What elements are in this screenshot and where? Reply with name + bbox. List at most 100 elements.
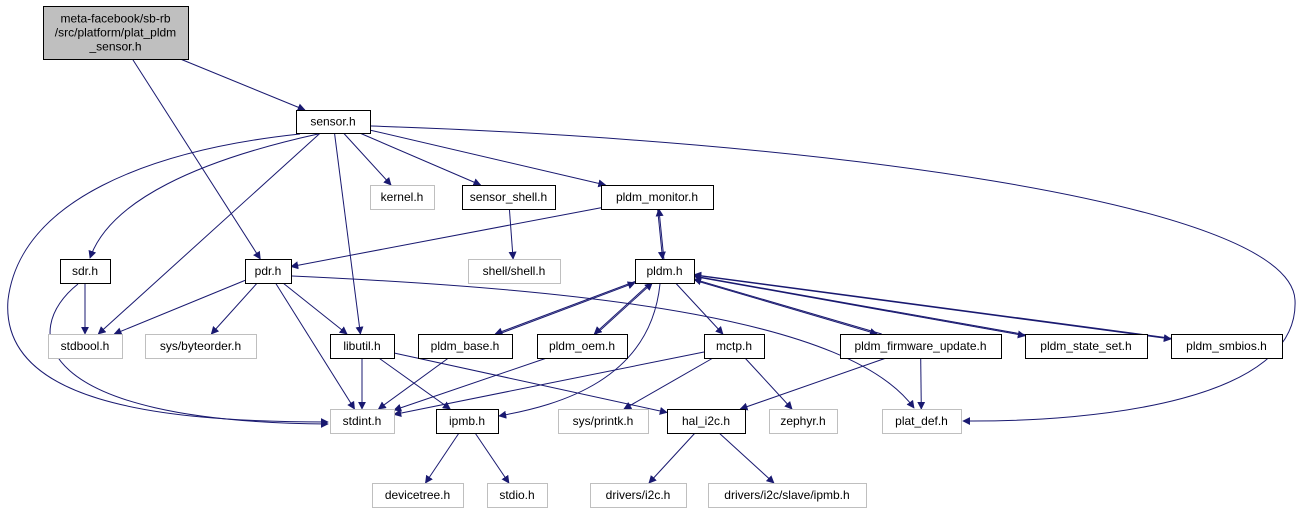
- node-label: /src/platform/plat_pldm: [55, 26, 176, 40]
- edge-pldm-base-to-pldm: [498, 281, 636, 335]
- edge-pldm-monitor-to-pldm: [657, 208, 666, 260]
- edge-pldm-to-ipmb: [498, 283, 661, 419]
- edge-hal-i2c-to-drivers-i2c-slave-ipmb: [718, 432, 775, 484]
- node-sensor-shell[interactable]: sensor_shell.h: [462, 185, 556, 210]
- node-zephyr: zephyr.h: [769, 409, 838, 434]
- edge-pldm-to-mctp: [675, 282, 724, 335]
- node-stdbool: stdbool.h: [48, 334, 123, 359]
- node-label: plat_def.h: [895, 414, 948, 428]
- node-box: [840, 334, 1002, 359]
- edge-mctp-to-stdint: [393, 351, 705, 417]
- edge-sensor-shell-to-shell-shell: [508, 208, 517, 260]
- node-pldm-oem[interactable]: pldm_oem.h: [537, 334, 628, 359]
- node-box: [704, 334, 765, 359]
- edge-ipmb-to-devicetree: [425, 432, 460, 484]
- node-label: sensor_shell.h: [470, 190, 547, 204]
- edge-ipmb-to-stdio: [474, 432, 510, 484]
- node-box: [372, 483, 464, 508]
- node-hal-i2c[interactable]: hal_i2c.h: [667, 409, 746, 434]
- node-pldm-base[interactable]: pldm_base.h: [418, 334, 513, 359]
- node-pldm-state-set[interactable]: pldm_state_set.h: [1025, 334, 1148, 359]
- node-label: mctp.h: [716, 339, 752, 353]
- node-ipmb[interactable]: ipmb.h: [436, 409, 499, 434]
- node-box: [590, 483, 687, 508]
- node-label: pldm_smbios.h: [1186, 339, 1267, 353]
- node-sys-printk: sys/printk.h: [558, 409, 649, 434]
- node-shell-shell: shell/shell.h: [468, 259, 561, 284]
- node-box: [60, 259, 111, 284]
- edge-pdr-to-libutil: [282, 282, 348, 335]
- node-pdr[interactable]: pdr.h: [245, 259, 292, 284]
- edge-sensor-to-kernel: [343, 132, 392, 186]
- node-box: [769, 409, 838, 434]
- edges-layer: [7, 58, 1296, 484]
- node-label: ipmb.h: [449, 414, 485, 428]
- node-box: [1025, 334, 1148, 359]
- edge-pldm-state-set-to-pldm: [693, 273, 1026, 336]
- edge-sensor-to-stdint: [7, 133, 329, 426]
- node-label: pdr.h: [255, 264, 282, 278]
- edge-pldm-to-pldm-state-set: [693, 276, 1026, 339]
- node-label: shell/shell.h: [483, 264, 546, 278]
- node-label: sensor.h: [310, 115, 355, 129]
- node-box: [635, 259, 695, 284]
- node-box: [882, 409, 962, 434]
- node-label: zephyr.h: [780, 414, 825, 428]
- node-box: [145, 334, 257, 359]
- node-box: [708, 483, 867, 508]
- node-box: [245, 259, 292, 284]
- node-sys-byteorder: sys/byteorder.h: [145, 334, 257, 359]
- node-box: [1171, 334, 1283, 359]
- node-box: [330, 409, 395, 434]
- node-sdr[interactable]: sdr.h: [60, 259, 111, 284]
- node-box: [601, 185, 714, 210]
- node-stdint: stdint.h: [330, 409, 395, 434]
- node-label: _sensor.h: [88, 40, 141, 54]
- node-pldm[interactable]: pldm.h: [635, 259, 695, 284]
- node-label: pldm_firmware_update.h: [854, 339, 986, 353]
- edge-sensor-to-plat-def: [370, 125, 1296, 426]
- node-box: [462, 185, 556, 210]
- node-label: sys/printk.h: [573, 414, 634, 428]
- node-label: meta-facebook/sb-rb: [60, 12, 170, 26]
- edge-pdr-to-plat-def: [291, 275, 915, 409]
- node-label: stdbool.h: [61, 339, 110, 353]
- node-drivers-i2c-slave-ipmb: drivers/i2c/slave/ipmb.h: [708, 483, 867, 508]
- node-box: [468, 259, 561, 284]
- edge-sensor-to-stdbool: [97, 132, 321, 335]
- node-label: sdr.h: [72, 264, 98, 278]
- node-box: [48, 334, 123, 359]
- edge-libutil-to-hal-i2c: [393, 352, 668, 415]
- node-mctp[interactable]: mctp.h: [704, 334, 765, 359]
- edge-pldm-to-pldm-firmware-update: [693, 279, 878, 336]
- node-devicetree: devicetree.h: [372, 483, 464, 508]
- edge-libutil-to-ipmb: [378, 357, 451, 410]
- node-pldm-firmware-update[interactable]: pldm_firmware_update.h: [840, 334, 1002, 359]
- edge-pdr-to-stdint: [275, 282, 355, 410]
- node-box: [296, 110, 371, 134]
- node-sensor[interactable]: sensor.h: [296, 110, 371, 134]
- node-drivers-i2c: drivers/i2c.h: [590, 483, 687, 508]
- node-libutil[interactable]: libutil.h: [330, 334, 395, 359]
- edge-pldm-to-pldm-monitor: [655, 208, 665, 260]
- edge-pldm-to-pldm-oem: [593, 282, 651, 335]
- edge-pldm-firmware-update-to-hal-i2c: [739, 357, 887, 411]
- node-label: devicetree.h: [385, 488, 450, 502]
- edge-sensor-to-libutil: [334, 132, 364, 335]
- node-plat-def: plat_def.h: [882, 409, 962, 434]
- node-label: pldm_monitor.h: [616, 190, 698, 204]
- edge-sensor-to-sensor-shell: [359, 132, 482, 186]
- node-label: pldm_state_set.h: [1040, 339, 1131, 353]
- node-label: pldm.h: [646, 264, 682, 278]
- node-pldm-smbios[interactable]: pldm_smbios.h: [1171, 334, 1283, 359]
- edge-root-to-sensor: [180, 58, 306, 111]
- edge-mctp-to-sys-printk: [623, 357, 714, 410]
- node-root[interactable]: meta-facebook/sb-rb/src/platform/plat_pl…: [43, 6, 189, 60]
- edge-hal-i2c-to-drivers-i2c: [648, 432, 696, 484]
- nodes-layer: meta-facebook/sb-rb/src/platform/plat_pl…: [43, 6, 1283, 508]
- edge-pldm-to-pldm-base: [494, 281, 636, 336]
- node-label: stdio.h: [499, 488, 534, 502]
- node-pldm-monitor[interactable]: pldm_monitor.h: [601, 185, 714, 210]
- node-box: [558, 409, 649, 434]
